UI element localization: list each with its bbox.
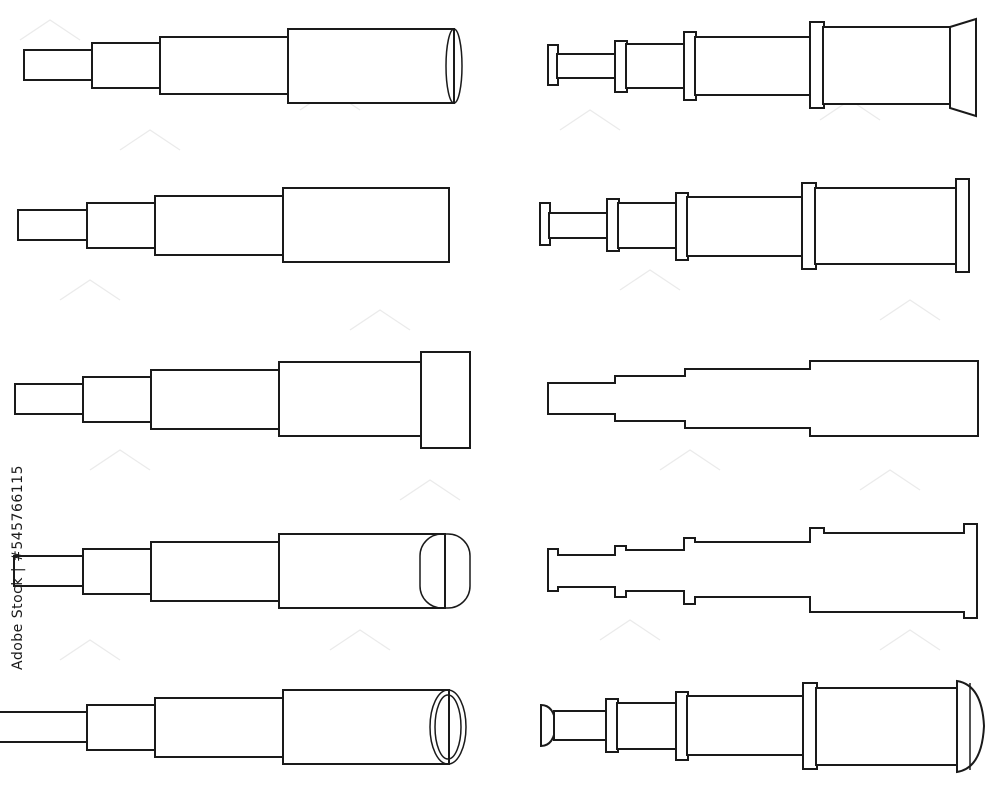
stock-id-label: Adobe Stock | #545766115: [10, 465, 26, 670]
spyglass-icon-9: [547, 523, 978, 619]
spyglass-icon-5: [0, 689, 467, 765]
spyglass-icon-4: [13, 533, 471, 609]
watermark-pattern: [19, 19, 941, 661]
spyglass-icon-6: [547, 17, 977, 118]
spyglass-icon-7: [539, 178, 970, 273]
spyglass-icon-1: [23, 28, 463, 104]
spyglass-icon-3: [14, 351, 471, 449]
spyglass-icon-2: [17, 187, 450, 263]
spyglass-icon-8: [547, 360, 979, 437]
spyglass-icon-10: [540, 679, 986, 774]
